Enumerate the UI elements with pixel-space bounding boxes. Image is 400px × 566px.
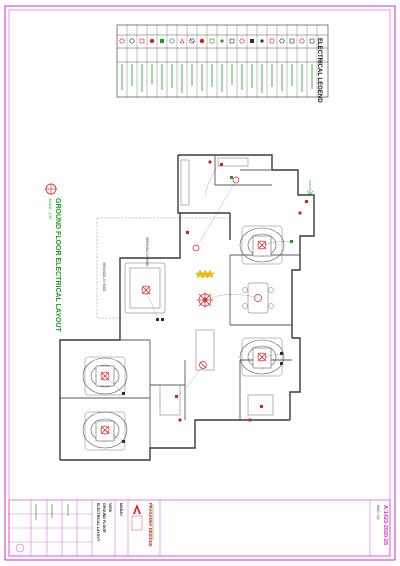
drawing-title-line-1: GROUND FLOOR: [102, 503, 106, 533]
entrance-arrow: [306, 180, 314, 196]
plan-scale: SCALE - 1:50: [48, 198, 52, 219]
revision-entries: [35, 504, 69, 520]
ceiling-designs: [82, 225, 285, 451]
client-label: MANJU: [119, 503, 123, 516]
electrical-legend: ELECTRICAL LEGEND: [116, 24, 329, 103]
plan-title-block: GROUND FLOOR ELECTRICAL LAYOUT SCALE - 1…: [45, 183, 61, 333]
drawing-number-label: DWG. NO.: [376, 505, 380, 520]
veranda-label-left: VERANDA 24' WIDE: [102, 262, 106, 291]
beds: [95, 235, 272, 442]
exterior-walls: [59, 154, 315, 461]
veranda-label-top: VERANDA 24' WIDE: [145, 237, 149, 266]
title-block: GROUND FLOOR ELECTRICAL LAYOUT VIEW MANJ…: [8, 499, 391, 557]
spot-lights: [195, 269, 215, 279]
drawing-title-line-2: ELECTRICAL LAYOUT: [96, 503, 100, 542]
legend-title: ELECTRICAL LEGEND: [316, 38, 322, 103]
veranda-outline: [96, 217, 230, 319]
company-logo: PRASANNA DESIGNS: [131, 503, 154, 547]
project-label: VIEW: [108, 503, 112, 513]
plan-title: GROUND FLOOR ELECTRICAL LAYOUT: [54, 198, 61, 333]
wiring-runs: [104, 163, 293, 442]
approval-seal: [15, 543, 25, 553]
sheet-outer-border: [4, 5, 396, 561]
furniture: [124, 157, 274, 416]
sheet-code: A-1423-2020-26: [382, 505, 388, 545]
switch-points: [122, 160, 308, 443]
legend-descriptions: [121, 64, 313, 93]
light-points: [100, 176, 267, 435]
company-name: PRASANNA DESIGNS: [148, 503, 153, 547]
floor-plan: VERANDA 24' WIDE VERANDA 24' WIDE: [59, 154, 315, 461]
legend-symbols: [119, 38, 315, 44]
